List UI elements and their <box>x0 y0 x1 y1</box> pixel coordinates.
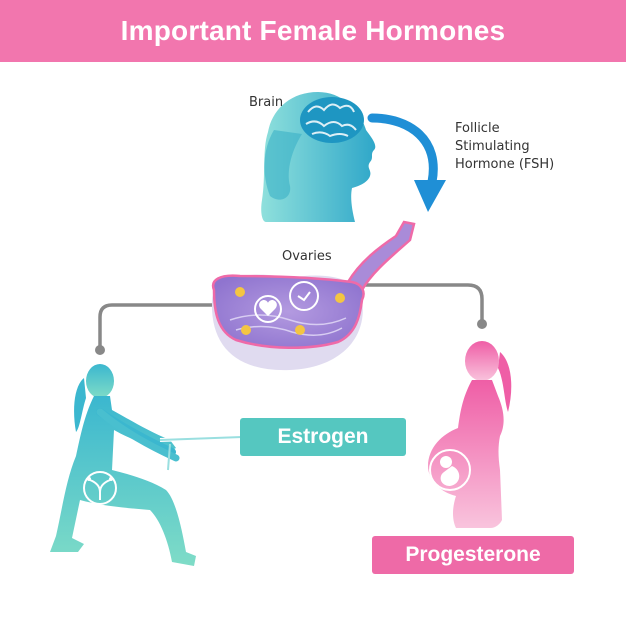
follicle <box>235 287 245 297</box>
uterus-icon <box>83 471 117 505</box>
clock-icon <box>289 281 319 311</box>
ovary <box>211 274 365 371</box>
fsh-label: Follicle Stimulating Hormone (FSH) <box>455 120 595 174</box>
connector-dot-right <box>477 319 487 329</box>
fsh-label-line: Hormone (FSH) <box>455 157 555 172</box>
connector-lines <box>95 283 487 355</box>
rope <box>159 435 243 471</box>
page-title: Important Female Hormones <box>120 15 506 46</box>
fsh-arrow <box>367 113 446 212</box>
estrogen-badge: Estrogen <box>240 418 406 456</box>
brain-icon <box>300 97 364 143</box>
connector-to-progesterone <box>362 283 484 322</box>
connector-to-estrogen <box>98 303 212 348</box>
progesterone-badge: Progesterone <box>372 536 574 574</box>
fsh-label-line: Follicle <box>455 121 500 136</box>
connector-dot-left <box>95 345 105 355</box>
pregnant-woman-figure <box>428 341 512 528</box>
progesterone-label: Progesterone <box>405 543 541 566</box>
woman-pulling-figure <box>50 364 196 566</box>
title-banner: Important Female Hormones <box>0 0 626 62</box>
ovaries-label: Ovaries <box>282 249 332 264</box>
estrogen-label: Estrogen <box>277 425 369 448</box>
fsh-label-line: Stimulating <box>455 139 530 154</box>
fetus-icon <box>429 449 471 491</box>
follicle <box>335 293 345 303</box>
fallopian-tube <box>346 220 416 292</box>
heart-icon <box>254 295 282 323</box>
follicle <box>241 325 251 335</box>
brain-label: Brain <box>249 95 284 110</box>
follicle <box>295 325 305 335</box>
